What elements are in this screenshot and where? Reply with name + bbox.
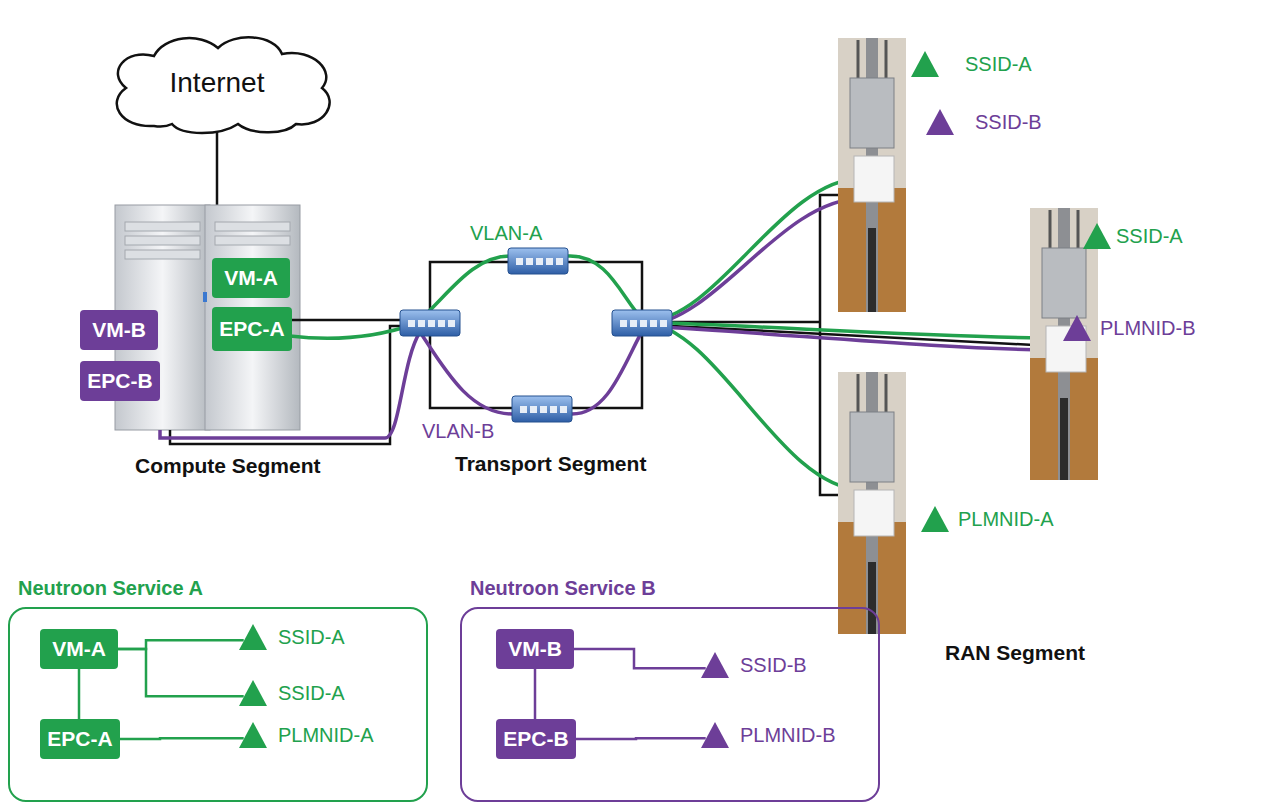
antenna-triangle: [238, 623, 268, 651]
function-box: VM-B: [496, 629, 574, 669]
vlan-label: VLAN-A: [470, 222, 542, 245]
node-label: PLMNID-A: [958, 508, 1054, 531]
node-label: VM-A: [52, 637, 106, 661]
connector-line: [78, 669, 81, 719]
function-box: EPC-B: [80, 361, 160, 401]
node-label: SSID-B: [740, 654, 807, 677]
antenna-marker: SSID-A: [1082, 222, 1183, 250]
function-box: VM-A: [40, 629, 118, 669]
uplink-wire: [216, 129, 219, 205]
switch-icon: [400, 310, 460, 336]
node-label: SSID-A: [1116, 225, 1183, 248]
antenna-triangle: [700, 651, 730, 679]
node-label: Internet: [170, 67, 265, 99]
vlan-path: [160, 198, 1050, 438]
connector-line: [574, 649, 706, 668]
node-label: EPC-A: [219, 317, 284, 341]
antenna-triangle: [701, 722, 729, 748]
vlan-label: VLAN-B: [422, 420, 494, 443]
drive-bay: [125, 250, 200, 259]
antenna-triangle: [239, 680, 267, 706]
switch-icon: [612, 310, 672, 336]
segment-label: Transport Segment: [455, 452, 646, 476]
connector-line: [534, 669, 537, 719]
antenna-triangle: [700, 721, 730, 749]
antenna-marker: PLMNID-B: [700, 721, 836, 749]
base-station-photo: [838, 38, 906, 312]
node-label: SSID-A: [278, 682, 345, 705]
connector-line: [120, 737, 244, 740]
drive-bay: [125, 222, 200, 231]
cloud-outline: [117, 37, 330, 133]
node-label: VM-A: [224, 266, 278, 290]
node-label: SSID-B: [975, 111, 1042, 134]
function-box: VM-B: [80, 310, 158, 350]
antenna-marker: SSID-A: [910, 50, 1032, 78]
connector-line: [118, 640, 244, 649]
antenna-marker: SSID-B: [925, 108, 1042, 136]
function-box: VM-A: [212, 258, 290, 298]
node-label: VM-B: [508, 637, 562, 661]
node-label: SSID-A: [278, 626, 345, 649]
status-led: [203, 292, 207, 302]
connector-line: [118, 649, 244, 696]
node-label: EPC-B: [87, 369, 152, 393]
antenna-triangle: [920, 505, 950, 533]
antenna-marker: SSID-B: [700, 651, 807, 679]
vlan-path: [290, 178, 1042, 490]
antenna-triangle: [1082, 222, 1112, 250]
connector-line: [576, 737, 706, 740]
group-title: Neutroon Service A: [18, 577, 203, 600]
function-box: EPC-B: [496, 719, 576, 759]
antenna-triangle: [911, 51, 939, 77]
service-group: Neutroon Service BVM-BEPC-BSSID-BPLMNID-…: [460, 607, 880, 802]
node-label: EPC-B: [503, 727, 568, 751]
base-station-photo: [838, 372, 906, 634]
antenna-marker: PLMNID-A: [238, 721, 374, 749]
function-box: EPC-A: [212, 307, 292, 351]
drive-bay: [215, 236, 290, 245]
cloud-shape: Internet: [92, 30, 342, 135]
node-label: PLMNID-A: [278, 724, 374, 747]
antenna-triangle: [1083, 223, 1111, 249]
antenna-triangle: [1062, 314, 1092, 342]
drive-bay: [215, 222, 290, 231]
antenna-triangle: [239, 722, 267, 748]
segment-label: Compute Segment: [135, 454, 321, 478]
antenna-triangle: [238, 679, 268, 707]
antenna-marker: SSID-A: [238, 623, 345, 651]
node-label: PLMNID-B: [1100, 317, 1196, 340]
antenna-marker: SSID-A: [238, 679, 345, 707]
server-tower: [205, 205, 300, 430]
antenna-triangle: [1063, 315, 1091, 341]
function-box: EPC-A: [40, 719, 120, 759]
antenna-marker: PLMNID-A: [920, 505, 1054, 533]
antenna-triangle: [238, 721, 268, 749]
antenna-triangle: [926, 109, 954, 135]
node-label: EPC-A: [47, 727, 112, 751]
switch-icon: [512, 396, 572, 422]
node-label: PLMNID-B: [740, 724, 836, 747]
antenna-triangle: [910, 50, 940, 78]
group-title: Neutroon Service B: [470, 577, 656, 600]
antenna-triangle: [925, 108, 955, 136]
node-label: SSID-A: [965, 53, 1032, 76]
antenna-marker: PLMNID-B: [1062, 314, 1196, 342]
switch-icon: [508, 248, 568, 274]
node-label: VM-B: [92, 318, 146, 342]
antenna-triangle: [921, 506, 949, 532]
antenna-triangle: [239, 624, 267, 650]
antenna-triangle: [701, 652, 729, 678]
service-group: Neutroon Service AVM-AEPC-ASSID-ASSID-AP…: [8, 607, 428, 802]
segment-label: RAN Segment: [945, 641, 1085, 665]
drive-bay: [125, 236, 200, 245]
